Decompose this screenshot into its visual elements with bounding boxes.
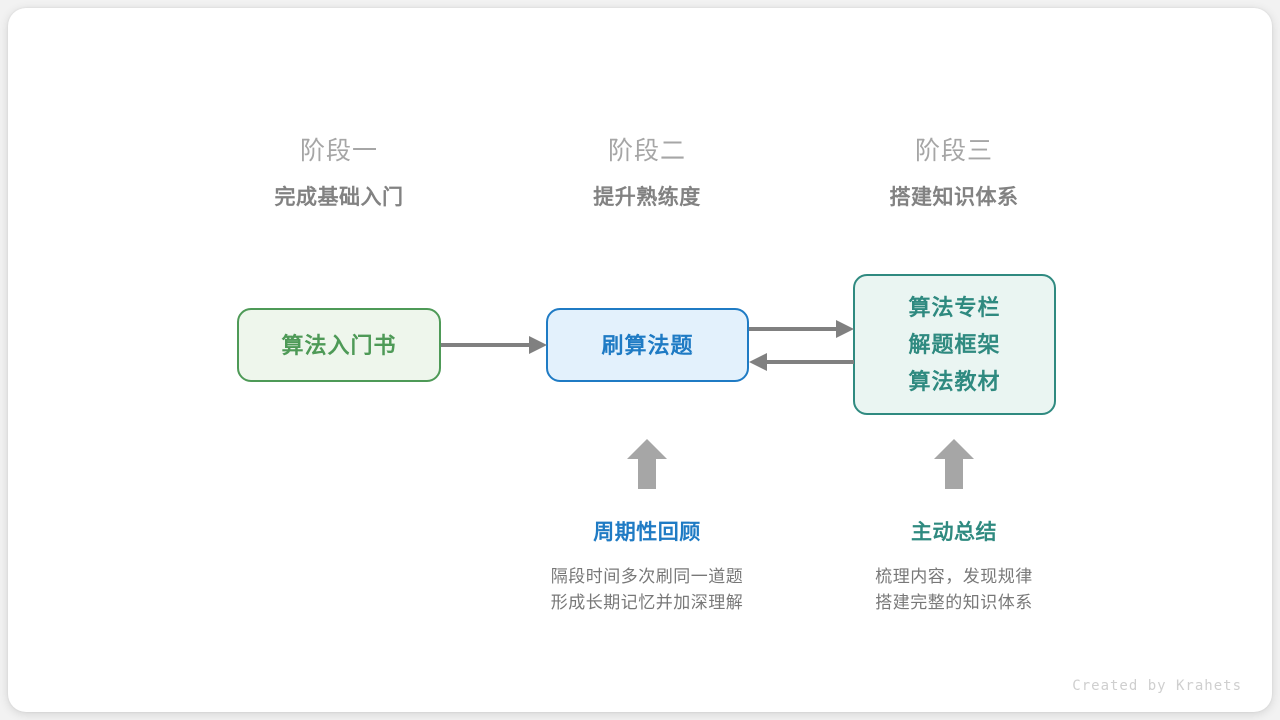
stage-number: 阶段三 (914, 137, 993, 165)
note-description-line: 形成长期记忆并加深理解 (550, 593, 744, 612)
note-description-line: 搭建完整的知识体系 (875, 593, 1033, 612)
note-periodic-review: 周期性回顾 隔段时间多次刷同一道题 形成长期记忆并加深理解 (497, 518, 797, 616)
arrow-practice-to-knowledge (749, 320, 854, 338)
note-active-summary: 主动总结 梳理内容，发现规律 搭建完整的知识体系 (804, 518, 1104, 616)
stage-number: 阶段一 (299, 137, 378, 165)
node-practice-problems[interactable]: 刷算法题 (546, 308, 749, 382)
watermark-credit: Created by Krahets (1072, 678, 1242, 694)
node-algorithm-intro-book[interactable]: 算法入门书 (237, 308, 441, 382)
node-label: 算法教材 (908, 369, 1001, 394)
note-title: 主动总结 (911, 521, 997, 544)
note-description-line: 隔段时间多次刷同一道题 (550, 567, 744, 586)
note-description-line: 梳理内容，发现规律 (875, 567, 1033, 586)
diagram-card: 阶段一 完成基础入门 阶段二 提升熟练度 阶段三 搭建知识体系 算法入门书 刷算… (8, 8, 1272, 712)
stage-title: 完成基础入门 (274, 186, 404, 209)
node-label: 解题框架 (908, 332, 1001, 357)
arrow-book-to-practice (441, 336, 547, 354)
note-description: 隔段时间多次刷同一道题 形成长期记忆并加深理解 (497, 564, 797, 616)
note-title: 周期性回顾 (593, 521, 701, 544)
stage-header-3: 阶段三 搭建知识体系 (824, 134, 1084, 214)
node-label: 算法入门书 (281, 332, 397, 358)
node-label: 刷算法题 (601, 332, 694, 358)
arrow-knowledge-to-practice (749, 353, 854, 371)
stage-number: 阶段二 (607, 137, 686, 165)
node-knowledge-resources[interactable]: 算法专栏 解题框架 算法教材 (853, 274, 1056, 415)
stage-title: 搭建知识体系 (889, 186, 1019, 209)
stage-header-1: 阶段一 完成基础入门 (209, 134, 469, 214)
up-arrow-summary (934, 439, 974, 489)
stage-header-2: 阶段二 提升熟练度 (517, 134, 777, 214)
node-label: 算法专栏 (908, 295, 1001, 320)
note-description: 梳理内容，发现规律 搭建完整的知识体系 (804, 564, 1104, 616)
stage-title: 提升熟练度 (593, 186, 701, 209)
up-arrow-review (627, 439, 667, 489)
